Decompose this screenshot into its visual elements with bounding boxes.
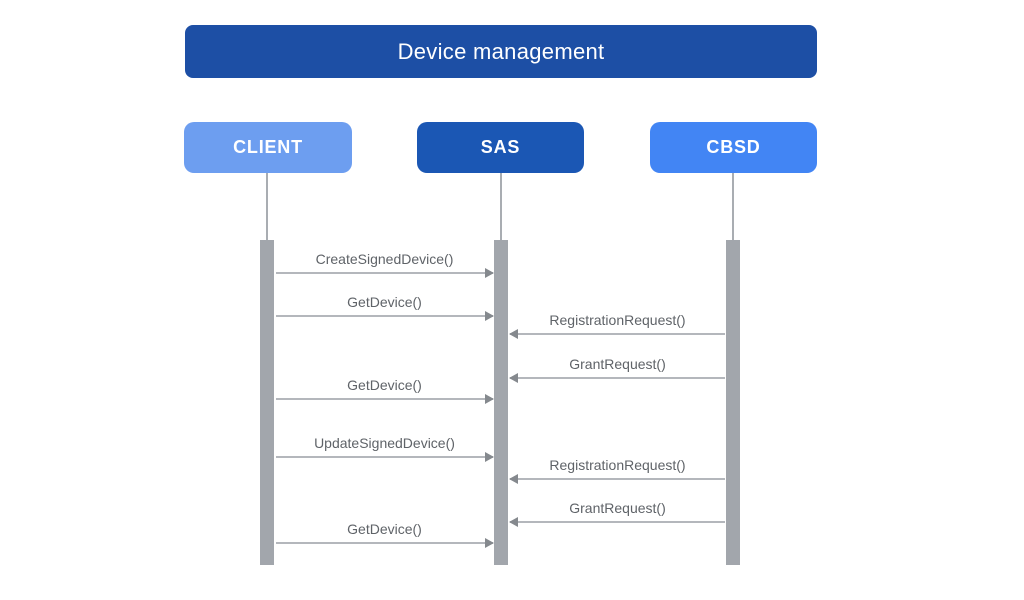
message-label: GetDevice() xyxy=(347,377,422,393)
message-label: RegistrationRequest() xyxy=(549,312,686,328)
arrowhead-icon xyxy=(485,394,494,404)
arrowhead-icon xyxy=(485,311,494,321)
message-registration-request-2: RegistrationRequest() xyxy=(509,456,725,484)
lifeline-sas xyxy=(500,173,502,240)
arrowhead-icon xyxy=(485,538,494,548)
message-label: RegistrationRequest() xyxy=(549,457,686,473)
message-grant-request-1: GrantRequest() xyxy=(509,355,725,383)
diagram-title: Device management xyxy=(185,25,817,78)
arrowhead-icon xyxy=(509,373,518,383)
message-label: UpdateSignedDevice() xyxy=(314,435,455,451)
arrow-right-icon xyxy=(276,394,494,404)
arrow-left-icon xyxy=(509,517,725,527)
arrowhead-icon xyxy=(509,474,518,484)
arrowhead-icon xyxy=(509,329,518,339)
message-registration-request-1: RegistrationRequest() xyxy=(509,311,725,339)
activation-bar-sas xyxy=(494,240,508,565)
arrowhead-icon xyxy=(509,517,518,527)
arrow-right-icon xyxy=(276,268,494,278)
message-label: GetDevice() xyxy=(347,521,422,537)
actor-sas: SAS xyxy=(417,122,584,173)
lifeline-cbsd xyxy=(732,173,734,240)
arrow-right-icon xyxy=(276,311,494,321)
message-get-device-2: GetDevice() xyxy=(276,376,494,404)
activation-bar-cbsd xyxy=(726,240,740,565)
message-label: CreateSignedDevice() xyxy=(315,251,454,267)
arrow-right-icon xyxy=(276,452,494,462)
arrow-left-icon xyxy=(509,329,725,339)
lifeline-client xyxy=(266,173,268,240)
arrow-right-icon xyxy=(276,538,494,548)
activation-bar-client xyxy=(260,240,274,565)
message-label: GrantRequest() xyxy=(569,500,666,516)
actor-client: CLIENT xyxy=(184,122,352,173)
message-get-device-1: GetDevice() xyxy=(276,293,494,321)
arrowhead-icon xyxy=(485,452,494,462)
message-update-signed-device: UpdateSignedDevice() xyxy=(276,434,494,462)
arrow-left-icon xyxy=(509,373,725,383)
message-grant-request-2: GrantRequest() xyxy=(509,499,725,527)
message-label: GetDevice() xyxy=(347,294,422,310)
arrow-left-icon xyxy=(509,474,725,484)
message-create-signed-device: CreateSignedDevice() xyxy=(276,250,494,278)
message-label: GrantRequest() xyxy=(569,356,666,372)
actor-cbsd: CBSD xyxy=(650,122,817,173)
message-get-device-3: GetDevice() xyxy=(276,520,494,548)
arrowhead-icon xyxy=(485,268,494,278)
